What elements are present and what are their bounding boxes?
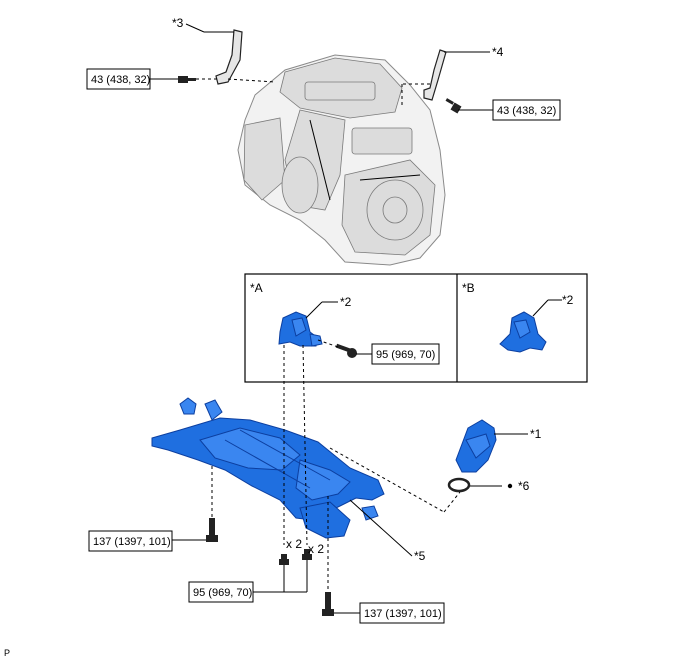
svg-text:137 (1397, 101): 137 (1397, 101)	[93, 536, 171, 548]
quantity-label: x 2	[286, 537, 302, 551]
bracket-3	[215, 29, 243, 85]
engine-assembly	[237, 54, 446, 266]
torque-box-left-bottom: 137 (1397, 101)	[88, 530, 173, 552]
torque-box-right-bottom: 137 (1397, 101)	[359, 602, 445, 624]
engine-mount-view-b	[499, 311, 547, 353]
callout-5: *5	[414, 549, 426, 563]
callout-6: *6	[518, 479, 530, 493]
callout-2-view-a: *2	[340, 295, 352, 309]
bolt-icon	[445, 98, 462, 114]
corner-mark: P	[4, 648, 10, 658]
view-b-label: *B	[462, 281, 475, 295]
svg-text:95 (969, 70): 95 (969, 70)	[376, 349, 435, 361]
torque-box-view-a: 95 (969, 70)	[371, 343, 440, 365]
engine-mount-view-a	[278, 311, 323, 347]
callout-1: *1	[530, 427, 542, 441]
svg-text:43 (438, 32): 43 (438, 32)	[91, 74, 150, 86]
bolt-icon	[178, 76, 196, 83]
svg-text:137 (1397, 101): 137 (1397, 101)	[364, 608, 442, 620]
converter-1	[455, 419, 497, 473]
detail-views-frame	[244, 273, 588, 383]
bolt-icon	[279, 554, 289, 565]
svg-text:95 (969, 70): 95 (969, 70)	[193, 587, 252, 599]
callout-2-view-b: *2	[562, 293, 574, 307]
bracket-4	[423, 49, 447, 101]
torque-box-right-top: 43 (438, 32)	[492, 99, 561, 121]
torque-box-center-bottom: 95 (969, 70)	[188, 581, 254, 603]
bullet-dot	[507, 483, 513, 489]
svg-text:43 (438, 32): 43 (438, 32)	[497, 105, 556, 117]
bolt-icon	[206, 518, 218, 542]
bolt-icon	[302, 549, 312, 560]
gasket-6	[447, 477, 471, 493]
view-a-label: *A	[250, 281, 263, 295]
callout-4: *4	[492, 45, 504, 59]
front-crossmember	[151, 397, 385, 539]
callout-3: *3	[172, 16, 184, 30]
bolt-icon	[335, 343, 357, 358]
torque-box-left-top: 43 (438, 32)	[86, 68, 151, 90]
bolt-icon	[322, 592, 334, 616]
quantity-label: x 2	[308, 542, 324, 556]
